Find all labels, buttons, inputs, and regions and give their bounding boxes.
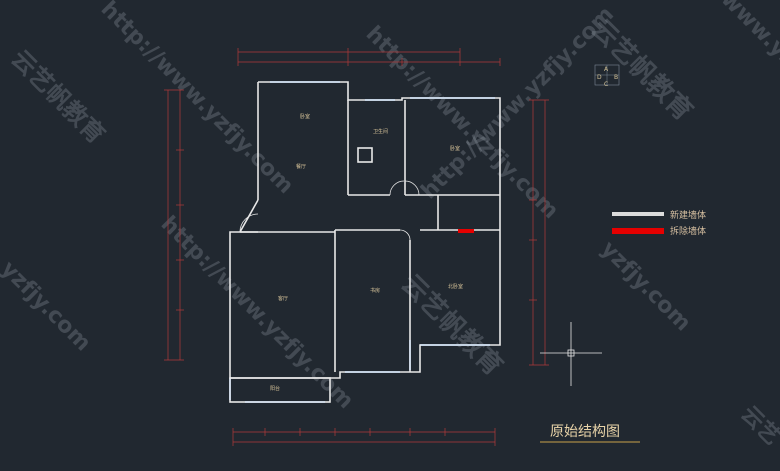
watermark-partial-url: yzfjy.com [0, 257, 95, 357]
room-label-living: 客厅 [278, 295, 288, 302]
drawing-title: 原始结构图 [550, 424, 620, 440]
legend-new-wall-swatch [612, 212, 664, 216]
watermark-partial-url-2: yzfjy.com [596, 237, 696, 337]
dimension-lines [164, 48, 549, 446]
walls [229, 81, 501, 403]
room-label-bedroom2: 卧室 [450, 145, 460, 152]
room-label-bedroom3: 书房 [370, 287, 380, 294]
watermark-corner-url: www.yzfj [716, 0, 780, 84]
legend-demolish-label: 拆除墙体 [670, 225, 706, 237]
room-label-balcony: 阳台 [270, 385, 280, 392]
crosshair-cursor[interactable] [540, 322, 602, 386]
watermark-partial-brand: 云艺 [736, 401, 780, 451]
watermark-brand-1: 云艺帆教育 [6, 44, 111, 149]
compass-a: A [604, 66, 609, 73]
compass-c: C [604, 81, 608, 88]
demolish-wall-marker [458, 229, 474, 233]
legend-new-wall-label: 新建墙体 [670, 209, 706, 221]
watermark-layer: http://www.yzfjy.com http://www.yzfjy.co… [0, 0, 780, 450]
compass-b: B [614, 74, 618, 81]
watermark-url-1: http://www.yzfjy.com [96, 0, 298, 199]
doors [239, 180, 420, 241]
legend: 新建墙体 拆除墙体 [612, 209, 706, 237]
room-label-master-bedroom: 卧室 [300, 113, 310, 120]
orientation-marker: A D B C [594, 64, 620, 88]
watermark-brand-2: 云艺帆教育 [585, 13, 699, 127]
room-label-study: 北卧室 [448, 283, 463, 290]
watermark-url-3: http://www.yzfjy.com [156, 212, 358, 414]
legend-demolish-swatch [612, 228, 664, 234]
room-label-bathroom: 卫生间 [373, 128, 388, 135]
compass-d: D [597, 74, 602, 81]
room-label-dining: 餐厅 [296, 163, 306, 170]
